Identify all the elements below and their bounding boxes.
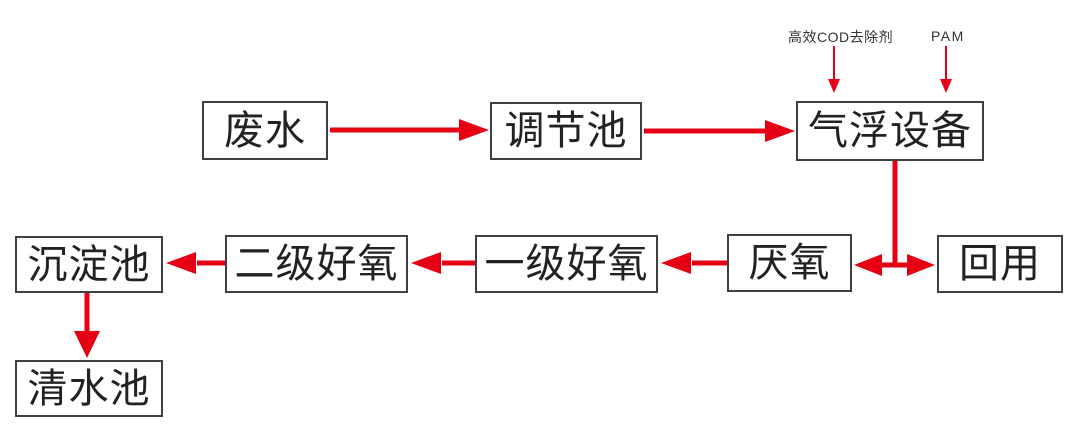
node-anaerobic: 厌氧 [727, 234, 852, 292]
node-label: 气浮设备 [808, 109, 972, 153]
node-regulating-tank: 调节池 [490, 102, 642, 160]
arrow-wastewater-to-regulating-tank [330, 119, 489, 141]
arrow-regulating-tank-to-air-flotation [644, 120, 795, 142]
node-air-flotation: 气浮设备 [796, 101, 984, 161]
node-reuse: 回用 [937, 235, 1063, 293]
arrow-cod-remover-dosing [828, 46, 840, 93]
node-secondary-aerobic: 二级好氧 [225, 235, 408, 293]
node-clean-water-tank: 清水池 [15, 360, 163, 417]
node-label: 二级好氧 [234, 242, 399, 286]
node-sedimentation-tank: 沉淀池 [15, 236, 163, 293]
node-label: 废水 [224, 108, 306, 153]
arrow-sedimentation-to-clean-water [74, 293, 100, 358]
node-label: 一级好氧 [484, 242, 649, 286]
node-label: 调节池 [504, 109, 628, 153]
arrow-pam-dosing [940, 46, 952, 93]
node-primary-aerobic: 一级好氧 [475, 235, 658, 293]
node-label: 回用 [959, 242, 1041, 286]
node-label: 清水池 [27, 366, 151, 411]
annotation-cod-remover: 高效COD去除剂 [788, 29, 894, 45]
arrow-air-flotation-split [854, 161, 935, 276]
node-label: 厌氧 [748, 241, 831, 285]
node-label: 沉淀池 [27, 242, 151, 287]
annotation-pam: PAM [931, 28, 965, 44]
arrow-primary-to-secondary-aerobic [411, 252, 475, 274]
node-wastewater: 废水 [202, 101, 328, 160]
arrow-secondary-aerobic-to-sedimentation [166, 252, 225, 274]
arrow-anaerobic-to-primary-aerobic [661, 252, 727, 274]
